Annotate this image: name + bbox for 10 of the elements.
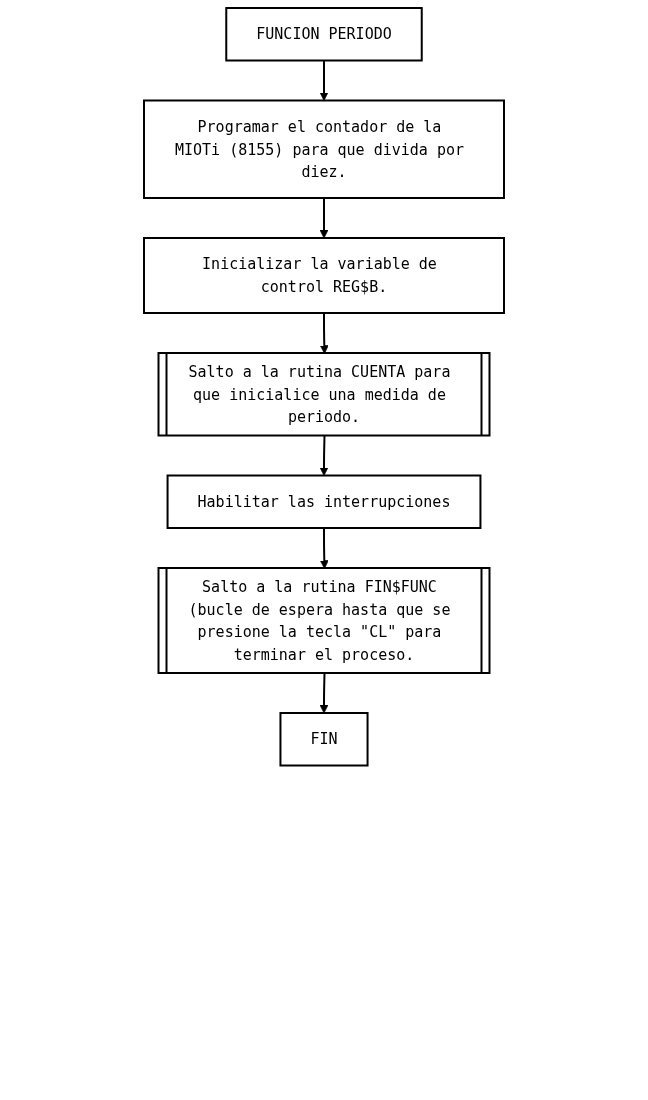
- node-box: Habilitar las interrupciones: [166, 474, 482, 529]
- arrow: [319, 312, 329, 354]
- arrow: [319, 527, 329, 569]
- arrow: [319, 435, 329, 476]
- arrow: [319, 197, 329, 239]
- node-box: FUNCION PERIODO: [225, 7, 423, 62]
- arrow: [319, 59, 329, 101]
- node-box: FIN: [279, 712, 369, 767]
- node-box: Inicializar la variable de control REG$B.: [143, 237, 505, 314]
- node-box: Programar el contador de la MIOTi (8155) para que divida por diez.: [143, 99, 505, 199]
